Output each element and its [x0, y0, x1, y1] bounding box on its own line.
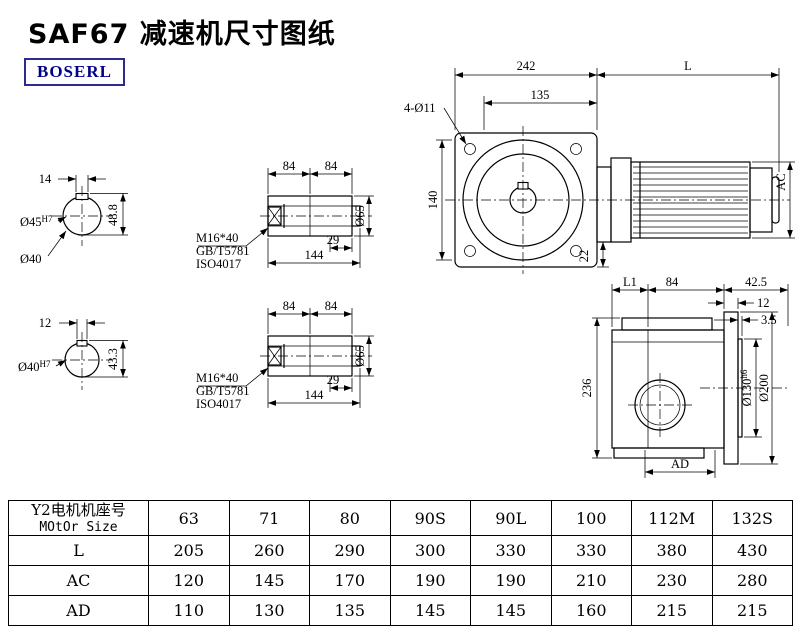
table-cell: 170 [309, 565, 391, 596]
bolt-label: M16*40 [196, 371, 238, 385]
boserl-logo: BOSERL [24, 58, 125, 86]
dim-d130: Ø130h6 [739, 369, 754, 406]
bolt-std1: GB/T5781 [196, 244, 249, 258]
dim-14: 14 [39, 172, 52, 186]
table-cell: 260 [228, 535, 310, 566]
row-label: AD [8, 595, 149, 626]
dim-d200: Ø200 [757, 374, 771, 402]
table-row-AC: AC 120 145 170 190 190 210 230 280 [8, 565, 793, 596]
table-cell: 215 [711, 595, 793, 626]
table-cell: 110 [148, 595, 230, 626]
table-cell: 300 [389, 535, 471, 566]
dim-AD: AD [671, 457, 689, 471]
table-cell: 205 [148, 535, 230, 566]
size-col: 63 [148, 500, 230, 536]
bolt-label: M16*40 [196, 231, 238, 245]
dim-140: 140 [426, 191, 440, 210]
front-view: 242 L 135 4-Ø11 140 AC 2 [404, 59, 795, 274]
dim-242: 242 [517, 59, 536, 73]
table-cell: 145 [228, 565, 310, 596]
table-cell: 190 [389, 565, 471, 596]
dim-L1: L1 [623, 275, 637, 289]
table-cell: 210 [550, 565, 632, 596]
bolt-std2: ISO4017 [196, 397, 241, 411]
dim-84b: 84 [325, 159, 338, 173]
dim-135: 135 [531, 88, 550, 102]
label-d40: Ø40 [20, 252, 42, 266]
table-cell: 130 [228, 595, 310, 626]
dim-12: 12 [39, 316, 52, 330]
size-col: 90S [389, 500, 471, 536]
table-cell: 145 [470, 595, 552, 626]
table-cell: 215 [631, 595, 713, 626]
label-d40h7: Ø40H7 [18, 359, 51, 374]
dim-144: 144 [305, 248, 325, 262]
dim-144: 144 [305, 388, 325, 402]
size-col: 132S [711, 500, 793, 536]
motor-size-cn: Y2电机机座号 [31, 501, 126, 519]
label-holes: 4-Ø11 [404, 101, 435, 115]
dim-48-8: 48.8 [106, 204, 120, 226]
technical-drawing: 242 L 135 4-Ø11 140 AC 2 [18, 59, 795, 478]
dim-d65: Ø65 [353, 205, 367, 227]
dim-22: 22 [577, 250, 591, 263]
table-cell: 380 [631, 535, 713, 566]
table-cell: 160 [550, 595, 632, 626]
bolt-std2: ISO4017 [196, 257, 241, 271]
table-cell: 230 [631, 565, 713, 596]
dim-84a: 84 [283, 159, 296, 173]
table-cell: 290 [309, 535, 391, 566]
motor-size-en: MOtOr Size [39, 520, 118, 535]
dim-84a: 84 [283, 299, 296, 313]
table-row-L: L 205 260 290 300 330 330 380 430 [8, 535, 793, 566]
dim-84: 84 [666, 275, 679, 289]
dim-43-3: 43.3 [106, 348, 120, 370]
dim-29: 29 [327, 233, 340, 247]
shaft-detail-top: 84 84 Ø65 29 144 M16*40 GB/T5781 ISO4017 [196, 159, 374, 271]
bolt-std1: GB/T5781 [196, 384, 249, 398]
size-col: 71 [228, 500, 310, 536]
dim-AC: AC [774, 173, 788, 190]
table-cell: 430 [711, 535, 793, 566]
size-col: 100 [550, 500, 632, 536]
size-col: 80 [309, 500, 391, 536]
dim-29: 29 [327, 373, 340, 387]
table-cell: 135 [309, 595, 391, 626]
dim-84b: 84 [325, 299, 338, 313]
table-header-row: Y2电机机座号 MOtOr Size 63 71 80 90S 90L 100 … [8, 500, 793, 536]
dim-42-5: 42.5 [745, 275, 767, 289]
side-view: L1 84 42.5 12 3.5 236 Ø130h6 Ø20 [580, 275, 790, 478]
dimension-table: Y2电机机座号 MOtOr Size 63 71 80 90S 90L 100 … [8, 500, 793, 626]
row-label: L [8, 535, 149, 566]
label-d45h7: Ø45H7 [20, 214, 53, 229]
dim-d65: Ø65 [353, 345, 367, 367]
size-col: 112M [631, 500, 713, 536]
page-title: SAF67 减速机尺寸图纸 [28, 19, 336, 50]
dim-L: L [684, 59, 692, 73]
shaft-detail-bottom: 84 84 Ø65 29 144 M16*40 GB/T5781 ISO4017 [196, 299, 374, 411]
table-cell: 330 [470, 535, 552, 566]
table-cell: 120 [148, 565, 230, 596]
table-cell: 190 [470, 565, 552, 596]
table-row-AD: AD 110 130 135 145 145 160 215 215 [8, 595, 793, 626]
dim-12: 12 [757, 296, 770, 310]
dim-236: 236 [580, 379, 594, 398]
table-cell: 330 [550, 535, 632, 566]
size-col: 90L [470, 500, 552, 536]
shaft-end-view-2: 12 43.3 Ø40H7 [18, 316, 128, 390]
row-label: AC [8, 565, 149, 596]
dim-3-5: 3.5 [761, 313, 777, 327]
dimension-table-wrap: Y2电机机座号 MOtOr Size 63 71 80 90S 90L 100 … [8, 500, 793, 626]
motor-size-header: Y2电机机座号 MOtOr Size [8, 500, 149, 536]
table-cell: 145 [389, 595, 471, 626]
shaft-end-view-1: 14 48.8 Ø45H7 Ø40 [20, 172, 128, 266]
table-cell: 280 [711, 565, 793, 596]
